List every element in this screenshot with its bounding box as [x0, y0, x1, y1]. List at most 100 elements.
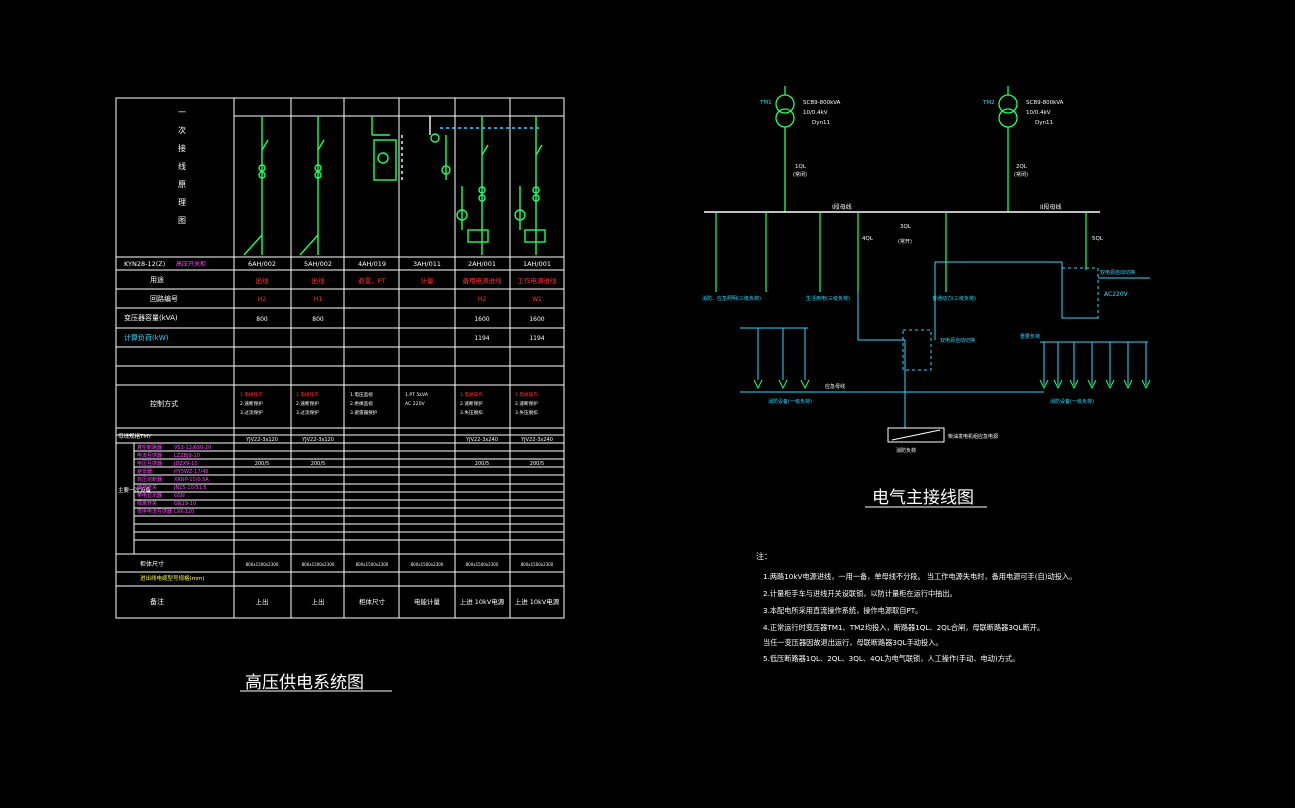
equipment-name: 真空断路器 [137, 444, 162, 451]
column-code: 5AH/002 [304, 260, 332, 268]
control-cell-line: 1.电磁操作 [515, 391, 538, 398]
equipment-name: 避雷器 [137, 468, 152, 475]
equipment-model: LXK-120 [174, 509, 194, 515]
ct-cell: 200/5 [530, 461, 544, 467]
loop-code-cell: H2 [258, 296, 267, 303]
capacity-cell: 800 [256, 316, 268, 323]
size-cell: 800x1500x2300 [246, 562, 279, 567]
tm2-label: TM2 [982, 100, 995, 106]
control-cell-line: AC 220V [405, 401, 425, 407]
equipment-model: GN19-10 [174, 501, 196, 507]
control-cell-line: 2.速断保护 [460, 400, 483, 407]
sec-load-left: 消防设备(一级负荷) [768, 398, 812, 405]
usage-cell: 出线 [312, 276, 326, 285]
control-cell-line: 1.PT 5kVA [405, 392, 429, 398]
left-drawing-title: 高压供电系统图 [245, 673, 364, 693]
equipment-model: HY5WZ-17/45 [174, 469, 209, 475]
equipment-name: 接地开关 [137, 484, 157, 491]
equipment-model: VS1-12/630-20 [174, 445, 211, 451]
remark-cell: 上出 [312, 597, 325, 606]
bus-row-cell: YJV22-3x120 [245, 437, 278, 443]
loop-code-cell: H2 [478, 296, 487, 303]
usage-cell: 计量 [421, 276, 435, 285]
ats-box [902, 329, 932, 371]
breaker-note-1: (常闭) [793, 171, 807, 178]
notes-heading: 注： [756, 551, 772, 561]
column-code: 3AH/011 [413, 260, 441, 268]
feeder-labels: 消防、应急照明(三级负荷) 生活用电(三级负荷) 普通动力(三级负荷) AC22… [702, 269, 1135, 454]
size-cell: 800x1500x2300 [521, 562, 554, 567]
control-cell-line: 2.绝缘监视 [350, 400, 373, 407]
note-2: 2.计量柜手车与进线开关设联锁，以防计量柜在运行中抽出。 [763, 589, 957, 598]
sec-load-right: 消防设备(一级负荷) [1050, 398, 1094, 405]
bus-row-cell: YJV22-3x240 [465, 437, 498, 443]
equipment-model: JDZX9-10 [173, 461, 198, 467]
calc-load-cell: 1194 [529, 335, 544, 342]
equipment-name: 高压熔断器 [137, 476, 162, 483]
column-code: 4AH/019 [358, 260, 386, 268]
usage-cell: 工作电源进线 [518, 276, 558, 285]
generator-box-label: 消防负荷 [896, 447, 916, 454]
control-cell-line: 2.速断保护 [296, 400, 319, 407]
breaker-4ql: 4QL [862, 236, 874, 242]
tm2-spec-3: Dyn11 [1035, 120, 1053, 126]
equipment-name: 带电显示器 [137, 492, 162, 499]
control-cell-line: 3.过流保护 [240, 409, 263, 416]
feeder-lines [715, 212, 1087, 292]
side-header: 一次接线原理图 [178, 108, 186, 225]
equipment-model: JN15-10/31.5 [173, 485, 207, 491]
size-cell: 800x1500x2300 [411, 562, 444, 567]
equipment-model: XRNP-10/0.5A [174, 477, 209, 483]
bus-ii-label: II段母线 [1040, 203, 1062, 211]
equipment-model: LZZBJ9-10 [174, 453, 200, 459]
note-1: 1.两路10kV电源进线，一用一备，单母线不分段。 当工作电源失电时，备用电源可… [763, 572, 1076, 581]
breaker-3ql: 3QL [900, 224, 912, 230]
remark-cell: 上进 10kV电源 [515, 597, 560, 606]
equipment-name: 隔离开关 [137, 500, 157, 507]
bus-labels: I段母线 II段母线 1QL 2QL 3QL 4QL 5QL (常闭) (常闭)… [793, 164, 1104, 245]
row-label-calc-load: 计算负荷(kW) [124, 333, 169, 342]
control-cell-line: 1.电压监视 [350, 391, 373, 398]
capacity-cell: 1600 [529, 316, 544, 323]
control-cell-line: 1.电磁操作 [296, 391, 319, 398]
control-cell-line: 3.失压脱扣 [515, 409, 538, 416]
ct-cell: 200/5 [311, 461, 325, 467]
row-label-usage: 用途 [150, 275, 164, 284]
column-code: 1AH/001 [523, 260, 551, 268]
model-label-red: 高压开关柜 [176, 260, 206, 268]
model-label: KYN28-12(Z) [124, 260, 165, 268]
calc-load-cell: 1194 [474, 335, 489, 342]
load-label: 重要负荷 [1020, 333, 1040, 340]
ct-cell: 200/5 [475, 461, 489, 467]
note-5: 5.低压断路器1QL、2QL、3QL、4QL为电气联锁，人工操作(手动、电动)方… [763, 654, 1019, 663]
loop-code-cell: H1 [314, 296, 323, 303]
equipment-name: 零序电流互感器 [137, 508, 172, 515]
tm1-spec-2: 10/0.4kV [803, 110, 828, 116]
remark-cell: 上进 10kV电源 [460, 597, 505, 606]
tm1-spec-3: Dyn11 [812, 120, 830, 126]
transformer-1-symbol [775, 86, 795, 212]
capacity-cell: 1600 [474, 316, 489, 323]
tm1-label: TM1 [759, 100, 772, 106]
bus-row-label: 母线规格TMY [118, 432, 152, 440]
breaker-note-2: (常闭) [1014, 171, 1028, 178]
side-header-text: 一次接线原理图 [178, 108, 186, 225]
ac-label: AC220V [1104, 291, 1129, 298]
transformer-labels: TM1 SCB9-800kVA 10/0.4kV Dyn11 TM2 SCB9-… [759, 100, 1064, 126]
row-label-control: 控制方式 [150, 399, 178, 408]
remark-row-label: 备注 [150, 597, 164, 606]
control-cell-line: 3.避雷器保护 [350, 409, 378, 416]
ac-box [1061, 267, 1099, 319]
usage-cell: 避雷，PT [358, 276, 385, 285]
usage-cell: 出线 [256, 276, 270, 285]
usage-cell: 备用电源进线 [463, 276, 503, 285]
tm2-spec-1: SCB9-800kVA [1026, 100, 1064, 106]
control-cell-line: 2.速断保护 [515, 400, 538, 407]
breaker-5ql: 5QL [1092, 236, 1104, 242]
notes-block: 注： 1.两路10kV电源进线，一用一备，单母线不分段。 当工作电源失电时，备用… [756, 551, 1076, 663]
remark-cell: 电能计量 [414, 597, 441, 606]
row-label-capacity: 变压器容量(kVA) [124, 313, 178, 322]
equipment-name: 电压互感器 [137, 460, 162, 467]
tm2-spec-2: 10/0.4kV [1026, 110, 1051, 116]
